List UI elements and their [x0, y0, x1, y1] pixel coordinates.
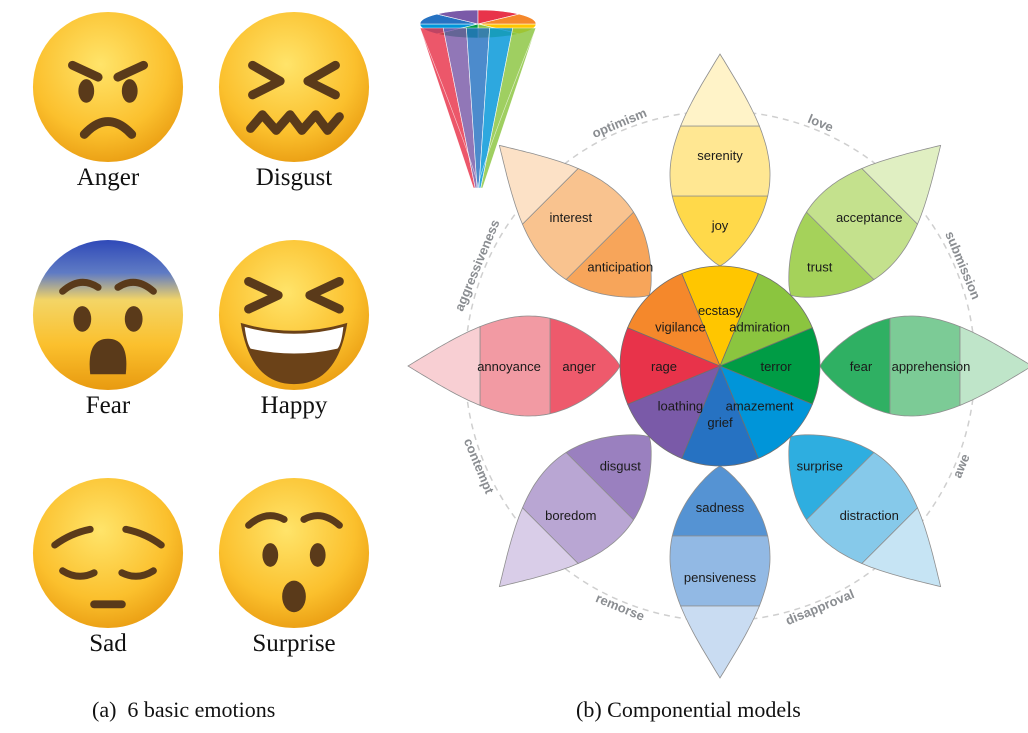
dyad-label: optimism	[590, 105, 649, 141]
cone-model-icon	[419, 9, 537, 189]
petal-inner-label: trust	[807, 259, 833, 274]
petal-joy-band-2	[679, 53, 761, 127]
caption-b: (b) Componential models	[576, 697, 801, 722]
petal-anger-band-2	[407, 325, 481, 407]
petal-fear-band-2	[959, 325, 1028, 407]
emotion-label: Sad	[89, 630, 127, 657]
emoji-anger: Anger	[8, 8, 208, 192]
emotion-label: Anger	[76, 164, 140, 191]
emoji-fear: Fear	[8, 236, 208, 420]
cone-top-slice	[477, 13, 537, 25]
sad-face-icon	[32, 477, 184, 629]
emotion-label: Surprise	[252, 630, 336, 657]
dyad-label: disapproval	[783, 586, 856, 628]
petal-outer-label: apprehension	[892, 359, 971, 374]
center-label: loathing	[658, 399, 704, 414]
emoji-disgust: Disgust	[194, 8, 394, 192]
petal-sadness-band-2	[679, 605, 761, 679]
dyad-label: remorse	[594, 590, 647, 623]
disgusted-face-icon	[218, 11, 370, 163]
emotion-label: Disgust	[255, 164, 333, 191]
cone-body-slice	[480, 27, 537, 189]
dyad-label: love	[806, 111, 836, 135]
center-label: ecstasy	[698, 303, 743, 318]
dyad-label: contempt	[461, 436, 498, 496]
center-label: amazement	[726, 399, 794, 414]
petal-inner-label: anger	[562, 359, 596, 374]
petal-outer-label: annoyance	[477, 359, 541, 374]
dyad-label: submission	[942, 229, 984, 302]
center-wedge-vigilance	[627, 273, 721, 367]
petal-outer-label: interest	[549, 210, 592, 225]
center-label: rage	[651, 359, 677, 374]
petal-trust-band-2	[861, 144, 942, 225]
petal-inner-label: anticipation	[587, 259, 653, 274]
center-wedge-admiration	[719, 273, 813, 367]
center-wedge-grief	[681, 364, 759, 467]
laughing-face-icon	[218, 239, 370, 391]
petal-outer-label: acceptance	[836, 210, 903, 225]
center-wedge-ecstasy	[681, 265, 759, 368]
center-wedge-rage	[619, 327, 722, 405]
center-label: terror	[760, 359, 792, 374]
center-wedge-terror	[718, 327, 821, 405]
emoji-happy: Happy	[194, 236, 394, 420]
petal-outer-label: distraction	[840, 508, 899, 523]
petal-outer-label: boredom	[545, 508, 596, 523]
petal-outer-label: pensiveness	[684, 570, 757, 585]
petal-outer-label: serenity	[697, 148, 743, 163]
center-wedge-amazement	[719, 365, 813, 459]
dyad-label: awe	[949, 452, 972, 480]
fearful-face-icon	[32, 239, 184, 391]
petal-inner-label: fear	[850, 359, 873, 374]
emotion-label: Happy	[260, 392, 328, 419]
dyad-label: aggressiveness	[451, 217, 502, 313]
petal-inner-label: joy	[711, 218, 729, 233]
petal-surprise-band-2	[861, 507, 942, 588]
petal-inner-label: surprise	[797, 459, 843, 474]
center-label: vigilance	[655, 319, 706, 334]
center-label: grief	[707, 415, 733, 430]
caption-a: (a) 6 basic emotions	[92, 697, 276, 722]
angry-face-icon	[32, 11, 184, 163]
emoji-surprise: Surprise	[194, 474, 394, 658]
emoji-sad: Sad	[8, 474, 208, 658]
emotion-label: Fear	[85, 392, 131, 419]
center-wedge-loathing	[627, 365, 721, 459]
petal-anticipation-band-2	[498, 144, 579, 225]
petal-inner-label: sadness	[696, 500, 745, 515]
center-label: admiration	[729, 319, 790, 334]
petal-disgust-band-2	[498, 507, 579, 588]
surprised-face-icon	[218, 477, 370, 629]
petal-inner-label: disgust	[600, 459, 642, 474]
